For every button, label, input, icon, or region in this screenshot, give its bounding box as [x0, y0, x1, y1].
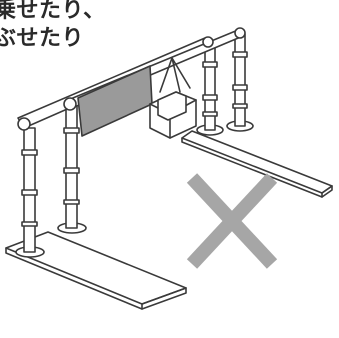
hanging-bag: [149, 57, 197, 139]
caption-line-1: 乗せたり、: [0, 0, 106, 23]
warning-caption: 乗せたり、 ぶせたり: [0, 0, 106, 53]
cross-mark-icon: [186, 173, 278, 269]
back-right-base-plate: [181, 130, 333, 198]
caption-line-2: ぶせたり: [0, 26, 85, 51]
